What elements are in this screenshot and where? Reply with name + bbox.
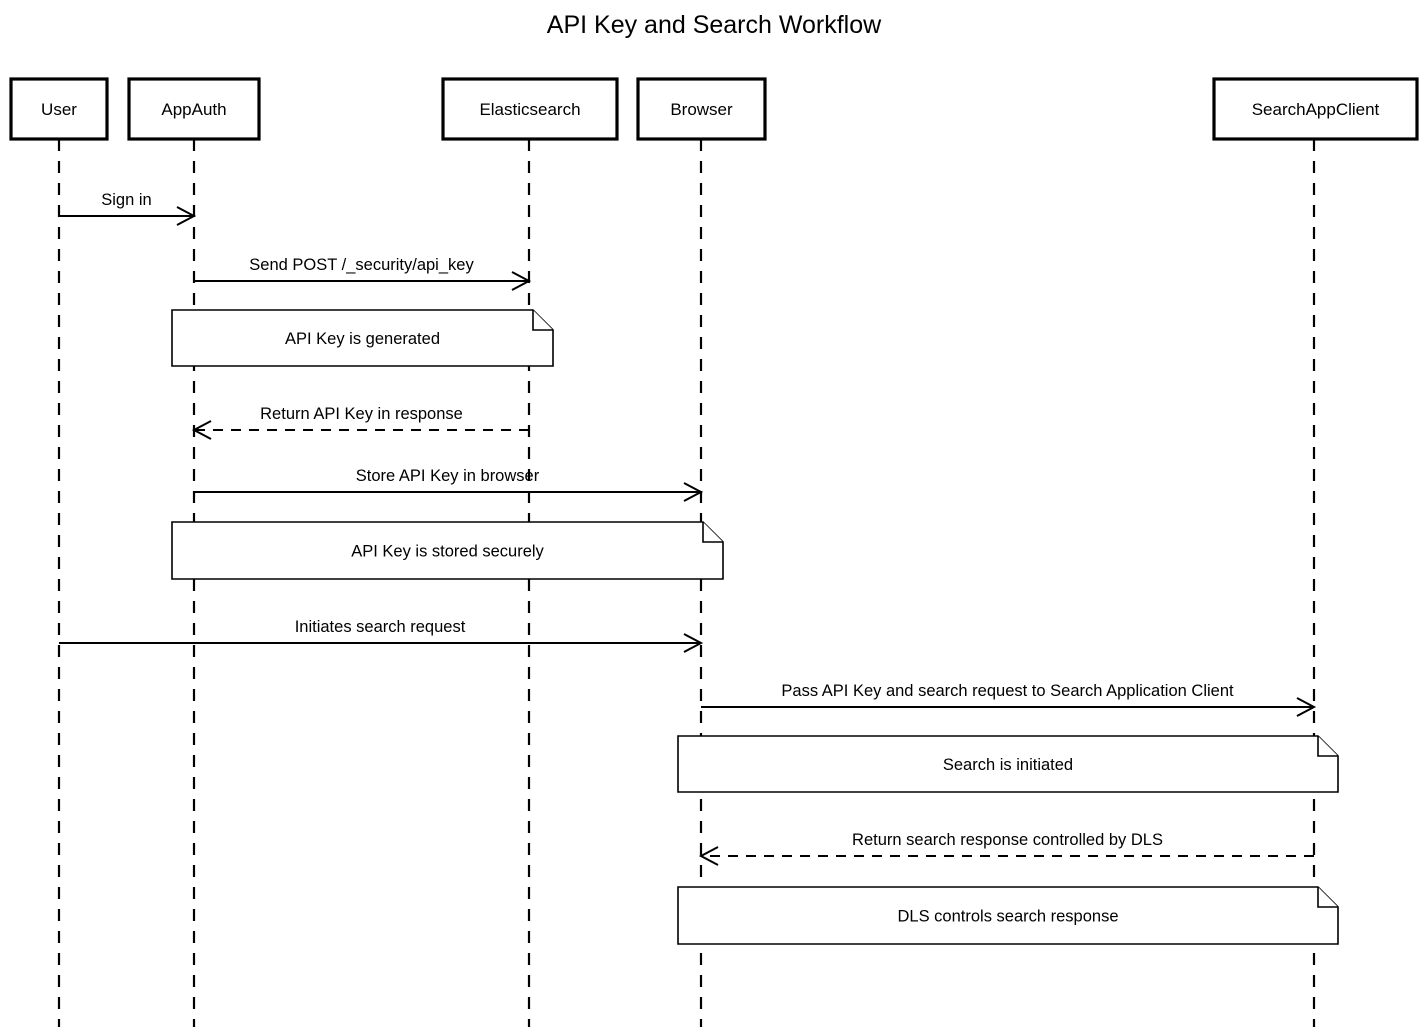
message-5: Initiates search request: [59, 618, 704, 653]
note-fold-corner-2: [702, 522, 723, 543]
participant-label-es: Elasticsearch: [479, 100, 580, 119]
participant-label-sac: SearchAppClient: [1252, 100, 1380, 119]
note-1: API Key is generated: [171, 309, 554, 367]
lifelines-layer: [57, 139, 1316, 1027]
message-label-1: Sign in: [101, 191, 151, 209]
participant-box-browser: [636, 77, 767, 141]
participant-user[interactable]: User: [9, 77, 109, 141]
note-label-4: DLS controls search response: [897, 908, 1118, 926]
participant-es[interactable]: Elasticsearch: [441, 77, 619, 141]
message-label-5: Initiates search request: [295, 618, 466, 636]
message-label-7: Return search response controlled by DLS: [852, 831, 1163, 849]
message-arrowhead-3: [191, 420, 212, 440]
participant-browser[interactable]: Browser: [636, 77, 767, 141]
note-fold-corner-1: [532, 310, 553, 331]
message-arrowhead-5: [683, 633, 704, 653]
note-label-2: API Key is stored securely: [351, 543, 544, 561]
participant-label-browser: Browser: [670, 100, 733, 119]
message-6: Pass API Key and search request to Searc…: [701, 682, 1317, 717]
message-7: Return search response controlled by DLS: [698, 831, 1314, 866]
participant-sac[interactable]: SearchAppClient: [1212, 77, 1419, 141]
message-label-6: Pass API Key and search request to Searc…: [781, 682, 1234, 700]
note-fold-corner-4: [1317, 887, 1338, 908]
note-label-1: API Key is generated: [285, 330, 440, 348]
participants-layer: User AppAuth Elasticsearch Browser SearchApp…: [9, 77, 1419, 141]
message-label-2: Send POST /_security/api_key: [249, 256, 474, 274]
note-4: DLS controls search response: [677, 886, 1339, 945]
message-1: Sign in: [59, 191, 197, 226]
note-fold-corner-3: [1317, 736, 1338, 757]
note-body-1: [171, 309, 554, 367]
note-2: API Key is stored securely: [171, 521, 724, 580]
message-4: Store API Key in browser: [194, 467, 704, 502]
note-label-3: Search is initiated: [943, 756, 1073, 774]
participant-box-user: [9, 77, 109, 141]
participant-appauth[interactable]: AppAuth: [127, 77, 261, 141]
participant-box-es: [441, 77, 619, 141]
message-label-4: Store API Key in browser: [356, 467, 540, 485]
note-body-3: [677, 735, 1339, 793]
note-body-2: [171, 521, 724, 580]
participant-box-appauth: [127, 77, 261, 141]
message-arrowhead-6: [1296, 697, 1317, 717]
message-label-3: Return API Key in response: [260, 405, 463, 423]
participant-box-sac: [1212, 77, 1419, 141]
message-arrowhead-7: [698, 846, 719, 866]
message-arrowhead-2: [511, 271, 532, 291]
note-body-4: [677, 886, 1339, 945]
messages-layer: Sign in Send POST /_security/api_keyRetur…: [59, 191, 1317, 866]
message-arrowhead-4: [683, 482, 704, 502]
participant-label-appauth: AppAuth: [161, 100, 226, 119]
message-3: Return API Key in response: [191, 405, 529, 440]
note-3: Search is initiated: [677, 735, 1339, 793]
message-arrowhead-1: [176, 206, 197, 226]
participant-label-user: User: [41, 100, 77, 119]
message-2: Send POST /_security/api_key: [194, 256, 532, 291]
diagram-title: API Key and Search Workflow: [547, 11, 882, 39]
